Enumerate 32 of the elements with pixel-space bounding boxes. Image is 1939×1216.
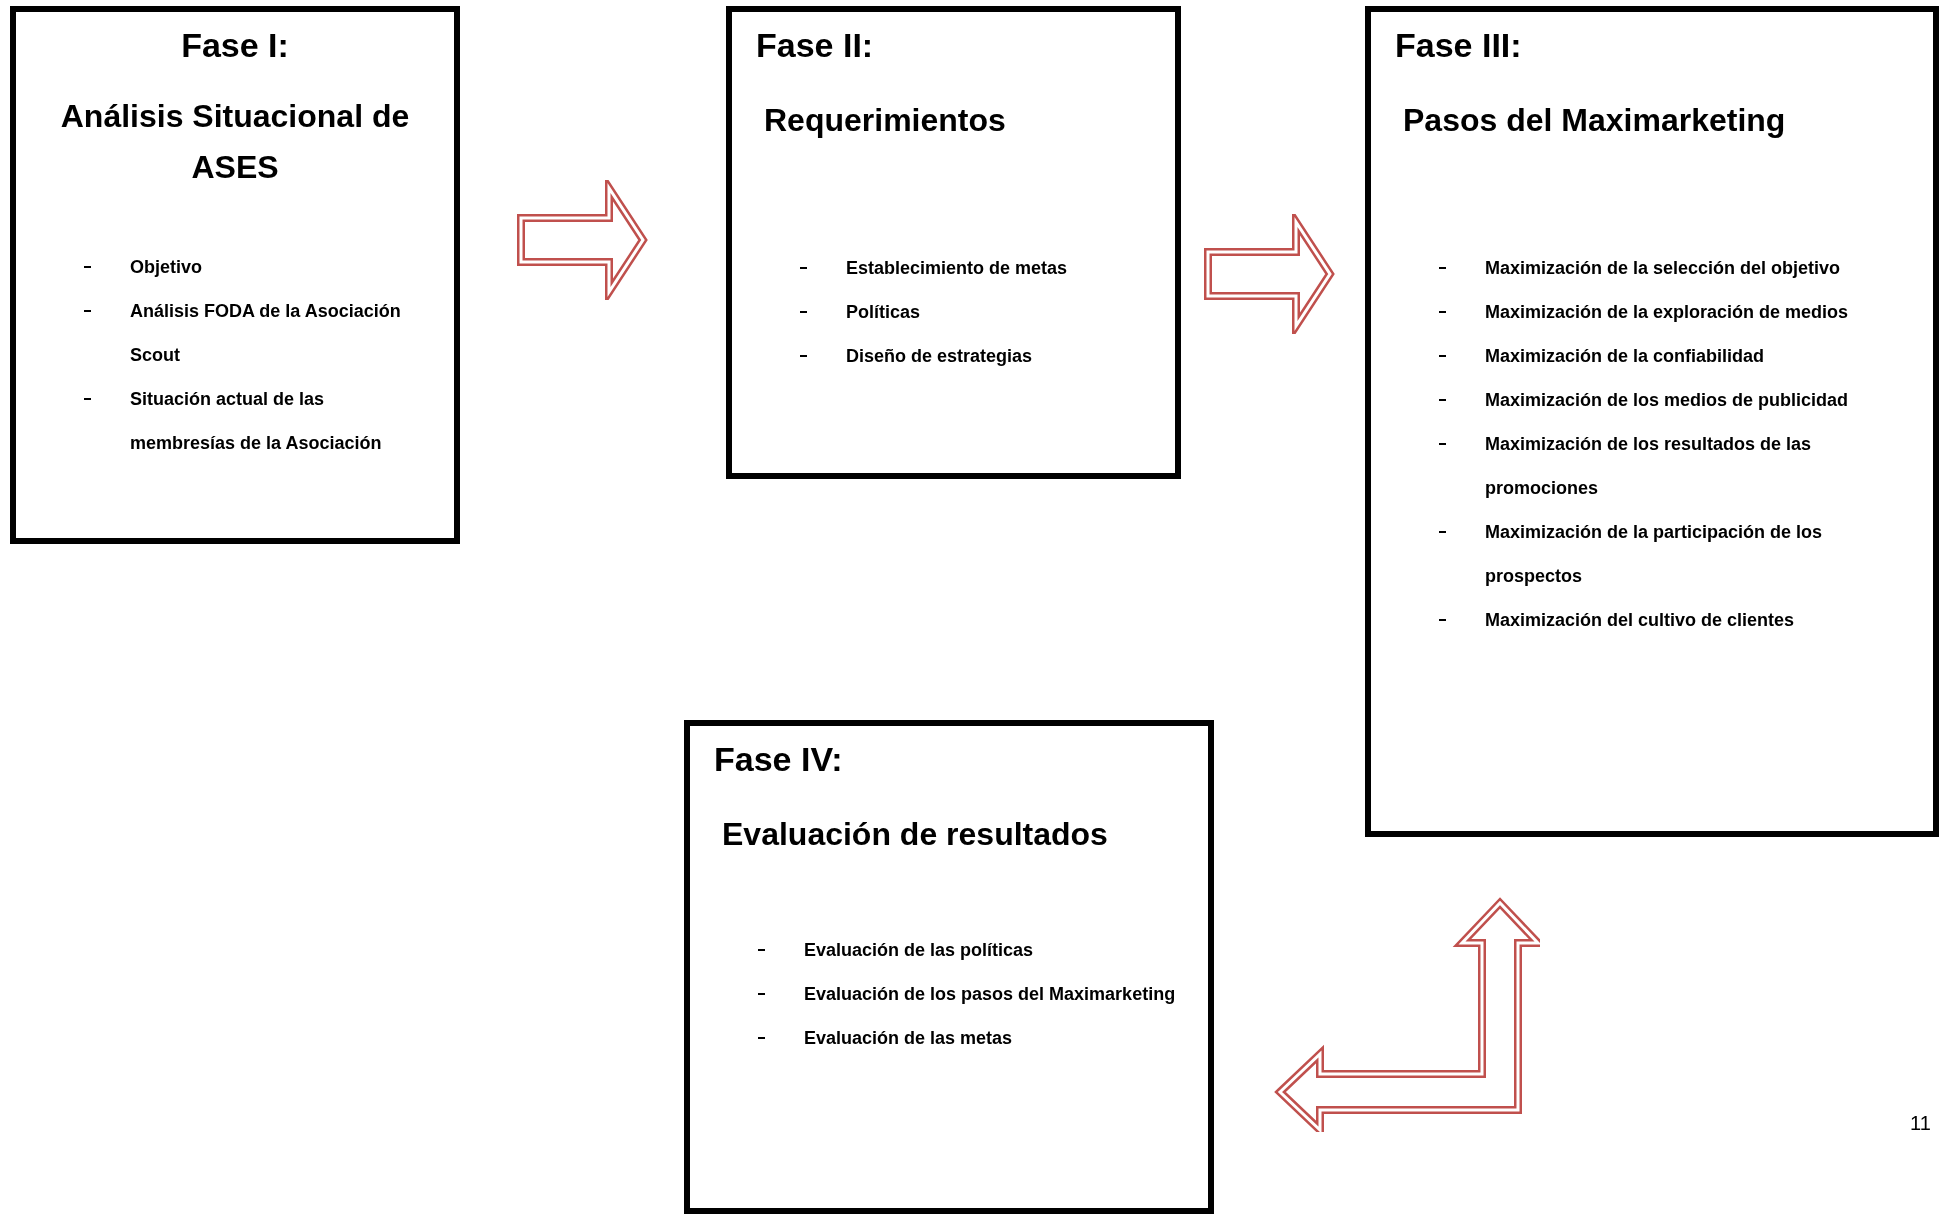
bullet-item: Establecimiento de metas	[846, 245, 1143, 290]
block-arrow	[1203, 214, 1335, 334]
bullet-item: Objetivo	[130, 244, 422, 289]
phase-heading: Fase IV:	[714, 739, 844, 780]
bullet-item: Maximización de la participación de los prospectos	[1485, 509, 1901, 598]
bullet-item: Maximización del cultivo de clientes	[1485, 597, 1901, 642]
phase-box	[1365, 6, 1939, 837]
block-arrow	[517, 180, 648, 300]
phase-title: Análisis Situacional de ASES	[59, 96, 411, 187]
bullet-item: Análisis FODA de la Asociación Scout	[130, 288, 422, 377]
phase-box	[10, 6, 460, 544]
bullet-item: Situación actual de las membresías de la Asociación	[130, 376, 422, 465]
phase-box	[684, 720, 1214, 1214]
block-arrow	[1274, 897, 1540, 1132]
bullet-item: Diseño de estrategias	[846, 333, 1143, 378]
phase-title: Pasos del Maximarketing	[1402, 100, 1787, 140]
bullet-item: Maximización de los resultados de las promociones	[1485, 421, 1901, 510]
bullet-item: Políticas	[846, 289, 1143, 334]
phase-heading: Fase III:	[1395, 25, 1523, 66]
bullet-item: Evaluación de las metas	[804, 1015, 1176, 1060]
phase-title: Evaluación de resultados	[721, 814, 1109, 854]
phase-heading: Fase II:	[756, 25, 875, 66]
bullet-item: Evaluación de los pasos del Maximarketing	[804, 971, 1176, 1016]
phase-heading: Fase I:	[180, 25, 290, 66]
phase-title: Requerimientos	[763, 100, 1007, 140]
bullet-item: Maximización de la exploración de medios	[1485, 289, 1901, 334]
bullet-item: Maximización de la confiabilidad	[1485, 333, 1901, 378]
bullet-item: Maximización de los medios de publicidad	[1485, 377, 1901, 422]
page-number: 11	[1910, 1111, 1931, 1136]
phase-box	[726, 6, 1181, 479]
bullet-item: Maximización de la selección del objetivo	[1485, 245, 1901, 290]
bullet-item: Evaluación de las políticas	[804, 927, 1176, 972]
